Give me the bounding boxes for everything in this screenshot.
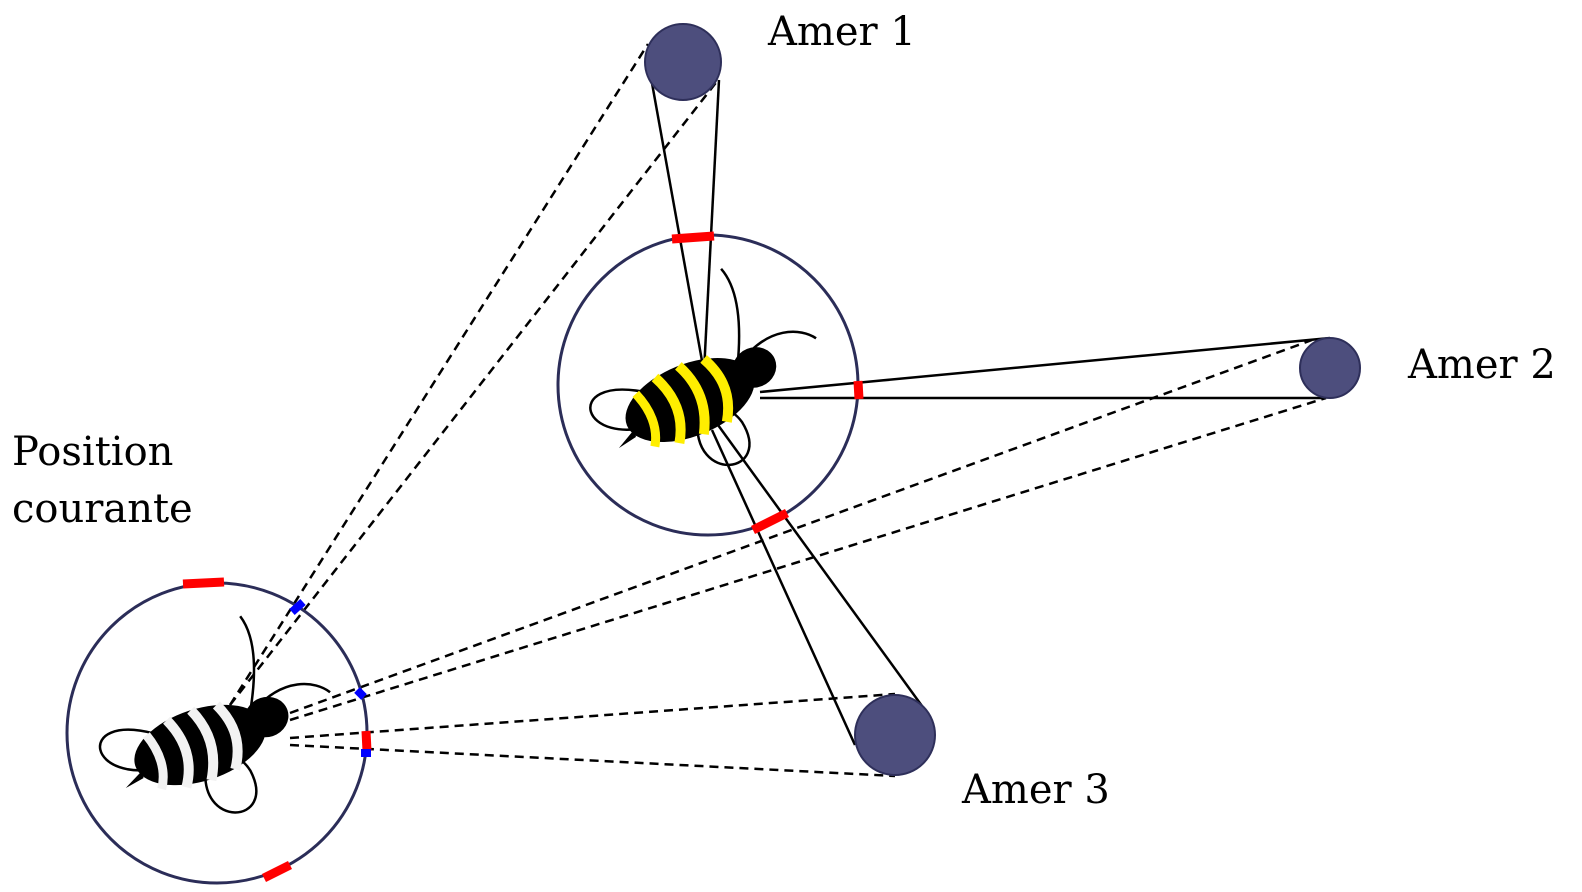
landmark-amer1 <box>644 23 722 101</box>
current-line-amer1-left <box>228 43 650 706</box>
label-current-position-line1: Position <box>12 429 173 475</box>
landmark-amer3 <box>854 694 936 776</box>
current-line-amer1-right <box>229 79 719 706</box>
landmark-amer2 <box>1299 337 1361 399</box>
current-marker-amer2 <box>354 687 367 700</box>
snapshot-line-amer1-left <box>648 71 706 373</box>
snapshot-marker-amer2 <box>853 380 864 400</box>
current-snapshot-marker-right <box>361 730 372 752</box>
snapshot-view-circle <box>556 231 864 537</box>
current-view-circle <box>65 577 372 885</box>
label-amer3: Amer 3 <box>961 767 1110 813</box>
label-current-position-line2: courante <box>12 486 193 532</box>
snapshot-line-amer3-right <box>716 424 924 707</box>
snapshot-projection-lines <box>648 71 1331 746</box>
snapshot-marker-amer1 <box>671 231 715 244</box>
current-line-amer2-top <box>289 338 1313 715</box>
bee-icon <box>98 615 331 814</box>
snapshot-line-amer1-right <box>702 79 721 373</box>
snapshot-line-amer2-top <box>759 336 1331 394</box>
current-line-amer3-bottom <box>289 743 896 778</box>
landmarks <box>644 23 1361 776</box>
current-marker-amer1 <box>289 599 306 615</box>
current-snapshot-marker-bottom <box>261 860 293 883</box>
label-amer1: Amer 1 <box>767 9 916 55</box>
current-projection-lines <box>228 43 1327 778</box>
bee-icon <box>589 267 817 467</box>
label-amer2: Amer 2 <box>1407 342 1556 388</box>
snapshot-marker-amer3 <box>750 508 790 535</box>
current-line-amer3-top <box>289 692 896 740</box>
snapshot-line-amer3-left <box>710 429 857 746</box>
current-snapshot-marker-top <box>182 577 225 589</box>
current-line-amer2-bottom <box>289 396 1327 722</box>
